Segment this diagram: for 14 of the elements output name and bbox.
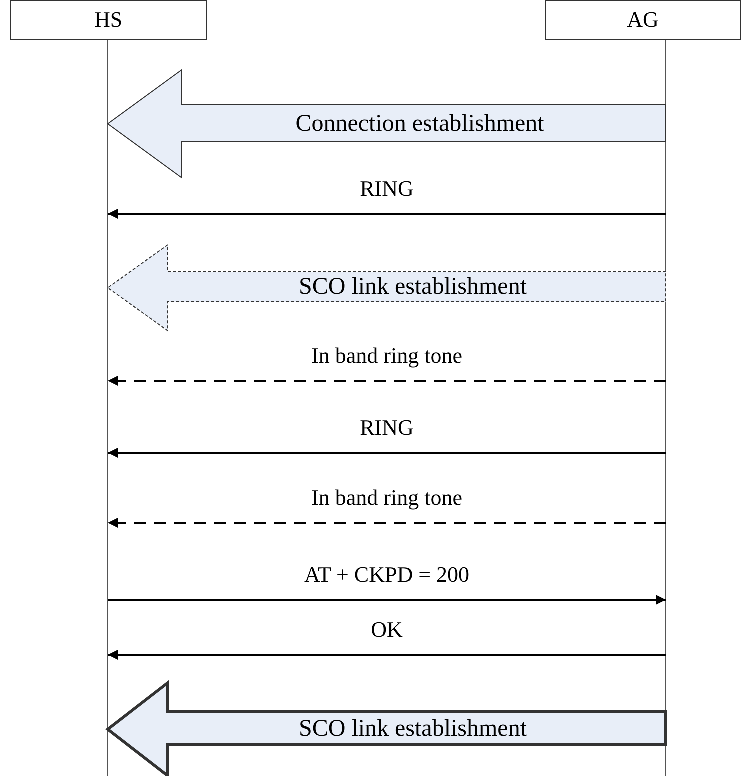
arrow — [108, 595, 666, 605]
arrow — [108, 376, 666, 386]
arrow — [108, 448, 666, 458]
lifeline-header: HS — [10, 0, 207, 40]
block-arrow — [107, 244, 666, 332]
lifeline-header: AG — [545, 0, 741, 40]
arrow — [108, 209, 666, 219]
edge-label: SCO link establishment — [299, 274, 527, 300]
arrow — [108, 518, 666, 528]
block-arrow — [106, 680, 668, 776]
edge-label: SCO link establishment — [299, 716, 527, 742]
edge-label: Connection establishment — [296, 110, 544, 136]
block-arrow — [107, 69, 666, 179]
arrow — [108, 650, 666, 660]
